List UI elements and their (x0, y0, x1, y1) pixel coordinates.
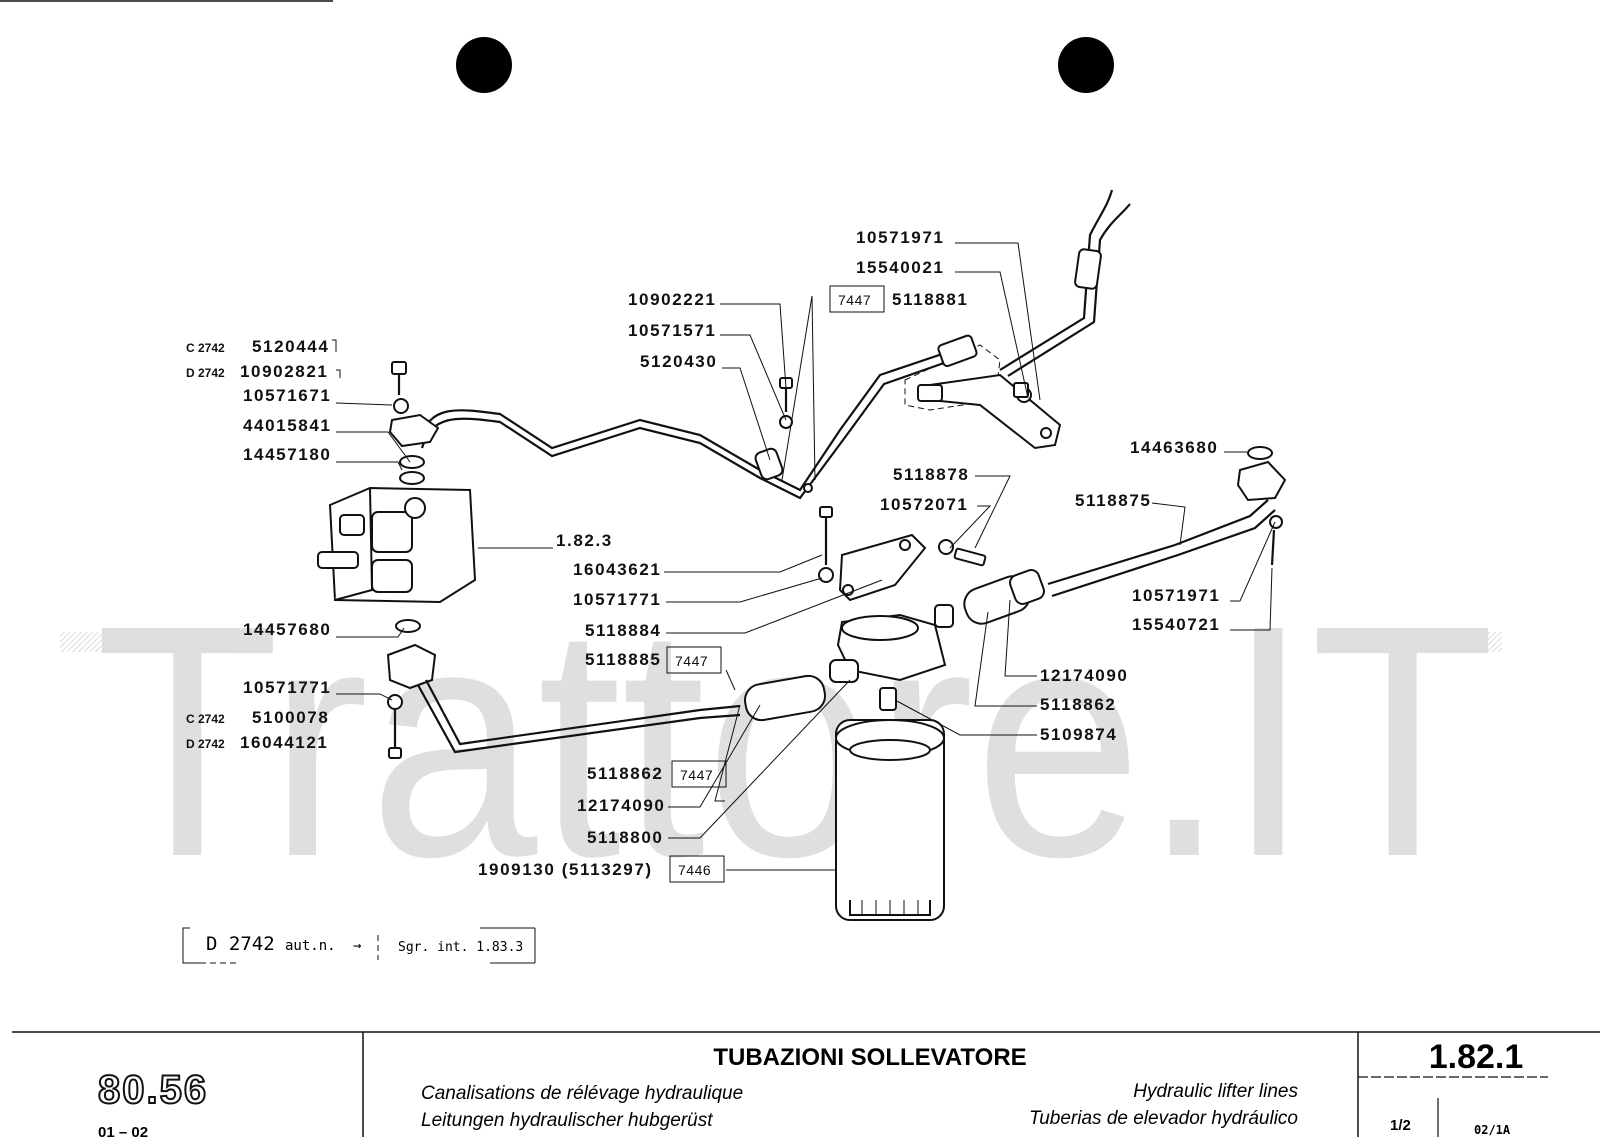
box-7446: 7446 (678, 862, 711, 878)
part-number-labels: 10571971 15540021 10902221 7447 5118881 … (186, 228, 1220, 883)
label-14463680: 14463680 (1130, 438, 1218, 457)
label-16043621: 16043621 (573, 560, 661, 579)
title-spanish: Tuberias de elevador hydráulico (1029, 1108, 1298, 1129)
title-german: Leitungen hydraulischer hubgerüst (421, 1110, 713, 1131)
prefix-c2742-top: C 2742 (186, 341, 225, 355)
box-7447-mid: 7447 (675, 653, 708, 669)
label-14457680: 14457680 (243, 620, 331, 639)
note-arrow: → (353, 938, 361, 954)
label-5120444: 5120444 (252, 337, 329, 356)
label-5118862-right: 5118862 (1040, 695, 1116, 714)
label-10571771-mid: 10571771 (573, 590, 661, 609)
hose-clamp-lower (744, 674, 826, 722)
vertical-return-pipe (999, 189, 1114, 371)
label-10902221: 10902221 (628, 290, 716, 309)
sheet-number: 1/2 (1390, 1117, 1411, 1134)
box-7447-bottom: 7447 (680, 767, 713, 783)
label-1-82-3: 1.82.3 (556, 531, 613, 550)
drawing (317, 189, 1287, 921)
label-5118878: 5118878 (893, 465, 969, 484)
valve-bracket (929, 373, 1062, 450)
oil-filter (835, 719, 945, 921)
watermark-band-right (1330, 632, 1502, 652)
label-10571571: 10571571 (628, 321, 716, 340)
title-italian: TUBAZIONI SOLLEVATORE (713, 1044, 1026, 1071)
label-15540021: 15540021 (856, 258, 944, 277)
label-10571971-right: 10571971 (1132, 586, 1220, 605)
label-15540721: 15540721 (1132, 615, 1220, 634)
label-10572071: 10572071 (880, 495, 968, 514)
label-10571971-top: 10571971 (856, 228, 944, 247)
title-french: Canalisations de rélévage hydraulique (421, 1083, 743, 1104)
leader-lines (335, 242, 1276, 871)
note-code: D 2742 (206, 933, 275, 955)
label-5120430: 5120430 (640, 352, 717, 371)
watermark-band-left (60, 632, 232, 652)
model-name: 80.56 (98, 1068, 208, 1112)
prefix-c2742-bottom: C 2742 (186, 712, 225, 726)
title-block: 80.56 01 – 02 TUBAZIONI SOLLEVATORE Cana… (12, 1031, 1600, 1137)
note-reference: Sgr. int. 1.83.3 (398, 940, 523, 955)
model-range: 01 – 02 (98, 1124, 148, 1137)
label-5118875: 5118875 (1075, 491, 1151, 510)
watermark-text: Trattore.IT (95, 556, 1495, 925)
box-7447-top: 7447 (838, 292, 871, 308)
registration-dot-left (456, 37, 512, 93)
label-10571771-lower: 10571771 (243, 678, 331, 697)
section-code: 1.82.1 (1429, 1038, 1524, 1076)
label-44015841: 44015841 (243, 416, 331, 435)
lower-suction-pipe (386, 643, 437, 690)
prefix-d2742-top: D 2742 (186, 366, 225, 380)
revision: 02/1A (1474, 1123, 1511, 1137)
label-12174090-left: 12174090 (577, 796, 665, 815)
label-5118800: 5118800 (587, 828, 663, 847)
note-box: D 2742 aut.n. → Sgr. int. 1.83.3 (182, 927, 536, 964)
label-12174090-right: 12174090 (1040, 666, 1128, 685)
label-10571671: 10571671 (243, 386, 331, 405)
label-16044121: 16044121 (240, 733, 328, 752)
title-english: Hydraulic lifter lines (1133, 1081, 1298, 1102)
label-5118862-left: 5118862 (587, 764, 663, 783)
label-10902821: 10902821 (240, 362, 328, 381)
label-5118885: 5118885 (585, 650, 661, 669)
label-5109874: 5109874 (1040, 725, 1117, 744)
label-5118881: 5118881 (892, 290, 968, 309)
note-abbr: aut.n. (285, 938, 336, 954)
prefix-d2742-bottom: D 2742 (186, 737, 225, 751)
label-5100078: 5100078 (252, 708, 329, 727)
label-5118884: 5118884 (585, 621, 661, 640)
label-1909130: 1909130 (5113297) (478, 860, 653, 879)
registration-dot-right (1058, 37, 1114, 93)
label-14457180: 14457180 (243, 445, 331, 464)
mounting-plate (838, 533, 927, 602)
